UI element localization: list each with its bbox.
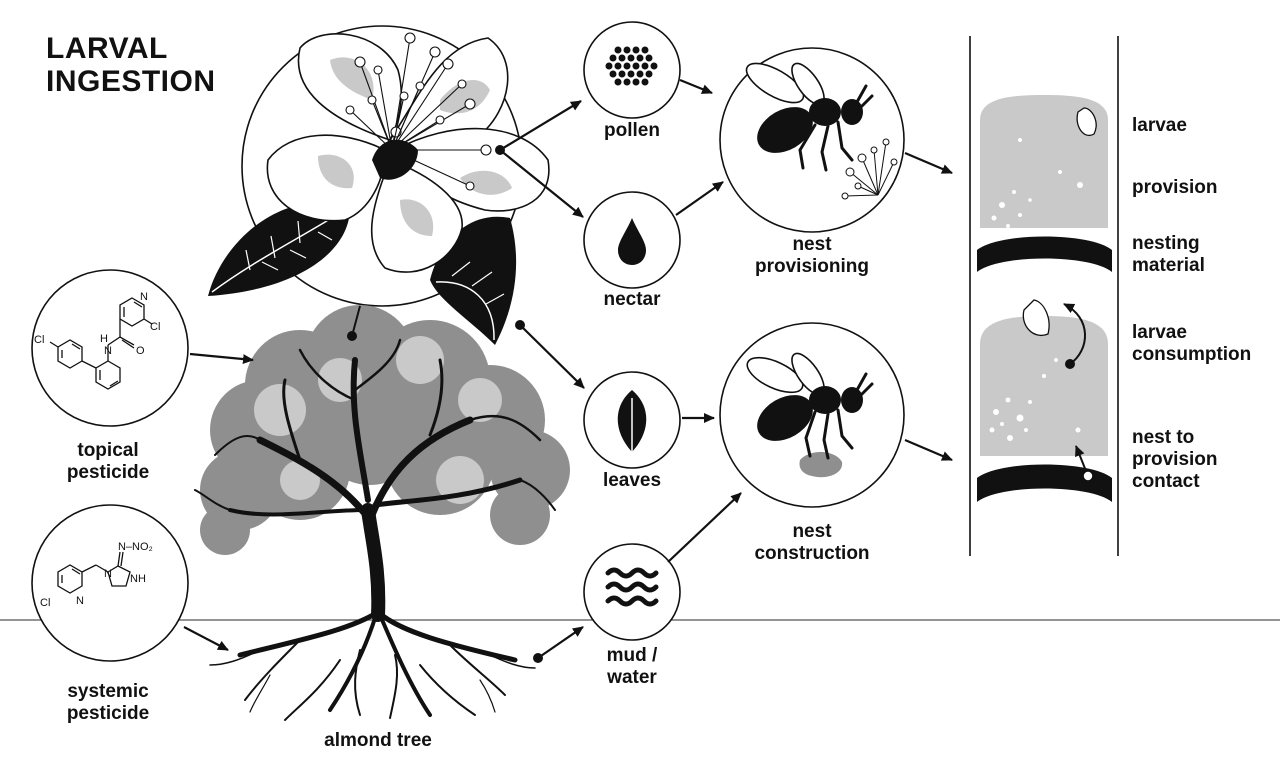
- pollen-label: pollen: [604, 120, 660, 141]
- arrow-flower-to-pollen: [499, 100, 582, 151]
- topical-pesticide-label: topical pesticide: [66, 440, 150, 483]
- boscalid-cl-left: Cl: [34, 334, 44, 346]
- arrow-flower-to-nectar: [499, 149, 584, 218]
- mud-water-circle: [583, 543, 681, 641]
- arrow-systemic-to-tree: [183, 626, 229, 651]
- imidacloprid-n-ring: N: [76, 595, 84, 607]
- flower-tree-connector: [351, 305, 361, 337]
- mud-ball-icon: [799, 451, 843, 478]
- provisioning-bee-circle: [719, 47, 905, 233]
- tree-canopy: [200, 305, 570, 555]
- larva-icon-top: [1076, 107, 1097, 136]
- topical-pesticide-circle: [31, 269, 189, 427]
- bee-icon-construction: [746, 352, 874, 478]
- pollen-circle: [583, 21, 681, 119]
- nest-cell-bottom: [977, 299, 1112, 502]
- drop-icon: [618, 218, 646, 265]
- leaves-label: leaves: [602, 470, 662, 491]
- almond-tree: [194, 305, 570, 721]
- arrow-construction-to-nest: [904, 438, 953, 462]
- arrow-provisioning-to-nest: [904, 151, 953, 175]
- boscalid-n: N: [104, 345, 112, 357]
- mud-water-label: mud / water: [606, 645, 658, 688]
- leaves-circle: [583, 371, 681, 469]
- larvae-consumption-label: larvae consumption: [1132, 322, 1252, 365]
- arrow-mud-to-construction: [667, 492, 742, 563]
- construction-bee-circle: [719, 322, 905, 508]
- diagram-title: LARVAL INGESTION: [46, 32, 216, 98]
- boscalid-cl-right: Cl: [150, 321, 160, 333]
- imidacloprid-cl: Cl: [40, 597, 50, 609]
- stamens-in-bee-circle: [841, 138, 898, 200]
- waves-icon: [605, 567, 659, 607]
- nest-provision-contact-label: nest to provision contact: [1132, 427, 1218, 492]
- nest-provisioning-label: nest provisioning: [755, 234, 869, 277]
- consumption-arrow: [1063, 303, 1086, 365]
- nest-cell-top: [977, 95, 1112, 272]
- nesting-material-label: nesting material: [1132, 233, 1205, 276]
- arrow-roots-to-mud: [537, 626, 584, 659]
- boscalid-h: H: [100, 333, 108, 345]
- boscalid-n-ring: N: [140, 291, 148, 303]
- imidacloprid-no2: N–NO₂: [118, 541, 153, 553]
- nectar-label: nectar: [603, 289, 661, 310]
- systemic-pesticide-label: systemic pesticide: [66, 681, 150, 724]
- tree-branches: [194, 338, 556, 622]
- provision-label: provision: [1132, 177, 1218, 198]
- imidacloprid-nh: NH: [130, 573, 146, 585]
- arrow-topical-to-tree: [189, 352, 254, 365]
- larva-icon-bottom: [1022, 299, 1050, 336]
- pollen-icon: [605, 46, 658, 86]
- arrow-pollen-to-provisioning: [679, 78, 713, 95]
- imidacloprid-n: N: [104, 568, 112, 580]
- almond-tree-label: almond tree: [324, 730, 432, 751]
- nest-construction-label: nest construction: [754, 521, 870, 564]
- arrow-leaf-to-leaves: [519, 324, 585, 389]
- larvae-label: larvae: [1132, 115, 1187, 136]
- bee-icon-provisioning: [745, 62, 874, 172]
- systemic-pesticide-circle: [31, 504, 189, 662]
- nectar-circle: [583, 191, 681, 289]
- arrow-nectar-to-provisioning: [675, 181, 724, 216]
- almond-flower: [208, 25, 550, 345]
- boscalid-o: O: [136, 345, 145, 357]
- tree-roots: [209, 609, 536, 721]
